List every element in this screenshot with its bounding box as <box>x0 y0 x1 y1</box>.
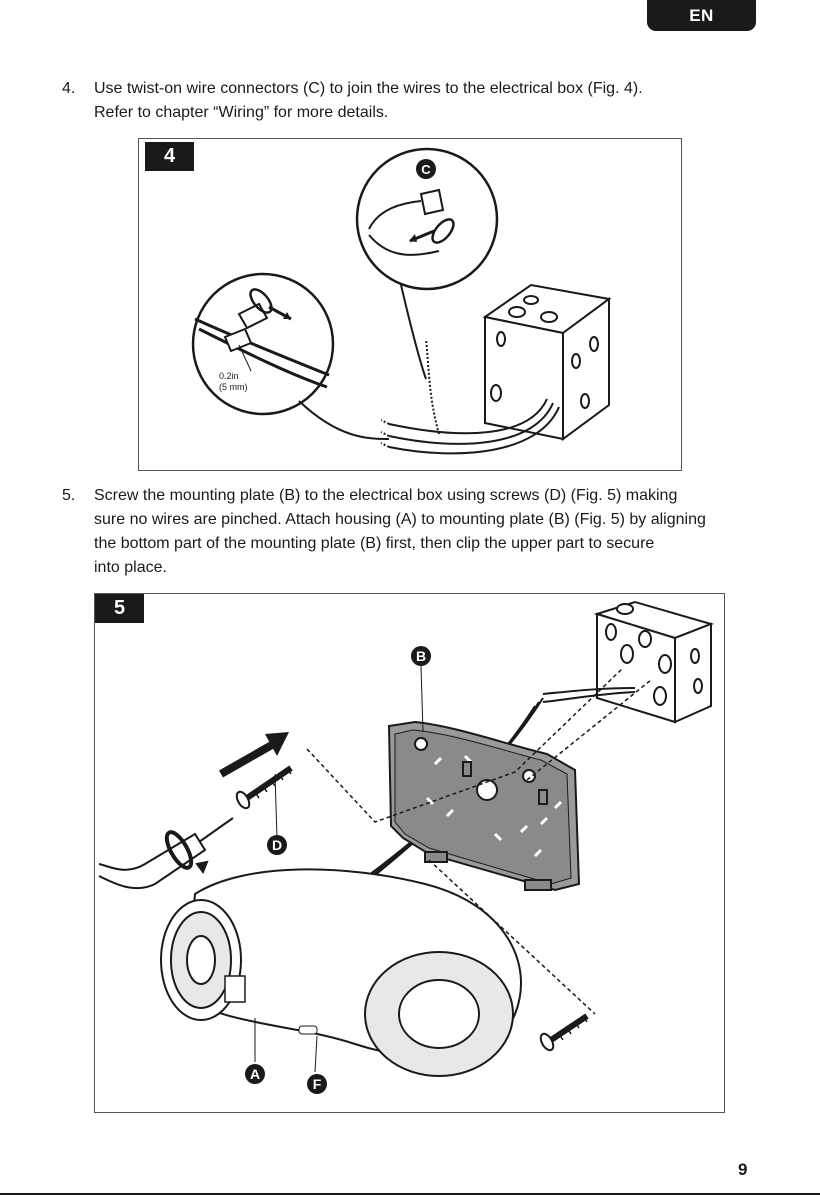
figure-4-illustration: 0.2in (5 mm) C <box>191 147 612 455</box>
badge-a-label: A <box>250 1066 260 1082</box>
badge-f-label: F <box>313 1076 322 1092</box>
step-5: 5. Screw the mounting plate (B) to the e… <box>62 484 762 580</box>
screw-illustration <box>539 1013 589 1052</box>
step-line: into place. <box>94 559 167 576</box>
step-4: 4. Use twist-on wire connectors (C) to j… <box>62 77 762 125</box>
electrical-box-illustration <box>482 283 612 441</box>
wire-strip-detail-illustration: 0.2in (5 mm) <box>191 272 390 440</box>
electrical-box-illustration <box>593 600 715 724</box>
step-line: Refer to chapter “Wiring” for more detai… <box>94 104 389 121</box>
figure-5-illustration: B D A F <box>98 600 715 1094</box>
step-text: Use twist-on wire connectors (C) to join… <box>94 77 762 125</box>
screwdriver-illustration <box>98 817 234 890</box>
step-text: Screw the mounting plate (B) to the elec… <box>94 484 762 580</box>
badge-b-label: B <box>416 648 426 664</box>
step-line: the bottom part of the mounting plate (B… <box>94 535 655 552</box>
mounting-plate-illustration <box>387 720 581 892</box>
step-line: sure no wires are pinched. Attach housin… <box>94 511 706 528</box>
figure-4: 0.2in (5 mm) C 4 <box>138 138 682 471</box>
connector-detail-illustration: C <box>355 147 499 380</box>
step-line: Screw the mounting plate (B) to the elec… <box>94 487 678 504</box>
step-line: Use twist-on wire connectors (C) to join… <box>94 80 643 97</box>
figure-5-label: 5 <box>95 594 144 623</box>
housing-illustration <box>160 868 522 1077</box>
guide-lines-illustration <box>306 667 652 1015</box>
figure-4-label: 4 <box>145 142 194 171</box>
wires-illustration <box>380 338 560 455</box>
badge-d-label: D <box>272 837 282 853</box>
figure-5: B D A F 5 <box>94 593 725 1113</box>
dimension-inch-label: 0.2in <box>219 371 239 381</box>
page-number: 9 <box>738 1160 748 1179</box>
direction-arrow-illustration <box>219 732 289 778</box>
bottom-rule <box>0 1193 820 1195</box>
dimension-mm-label: (5 mm) <box>219 382 248 392</box>
step-number: 4. <box>62 80 76 97</box>
step-number: 5. <box>62 487 76 504</box>
screw-illustration <box>235 765 293 810</box>
language-tab: EN <box>647 0 756 31</box>
badge-c-label: C <box>421 162 431 177</box>
